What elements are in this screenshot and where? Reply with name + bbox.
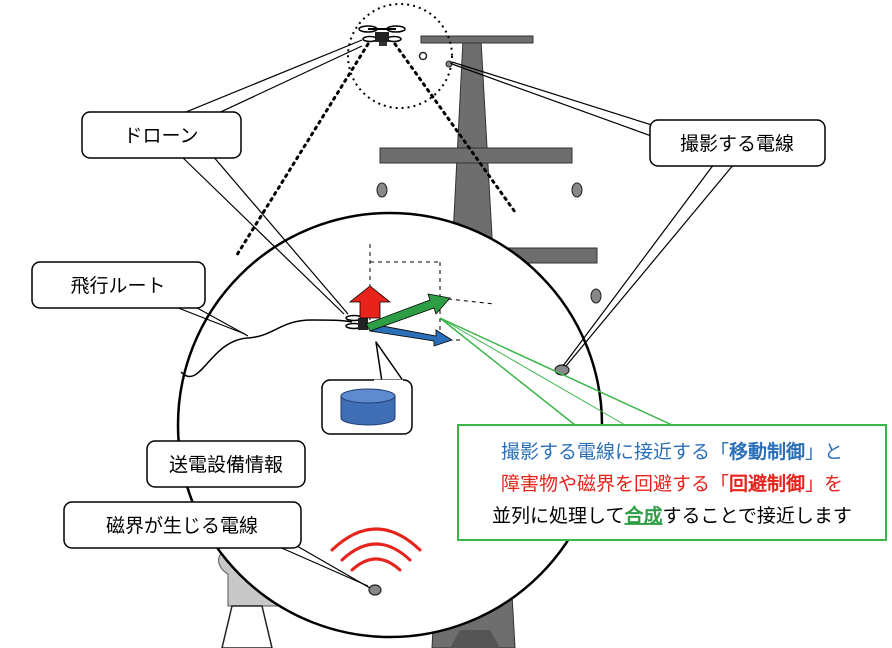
flight-route-path [180,319,353,378]
database-icon [340,388,396,426]
magnetic-line-insulator [368,584,382,596]
drone-callout: ドローン [81,39,363,315]
info-segment: 障害物や磁界を回避する「 [501,473,729,495]
insulator-left-top [418,51,428,61]
move-control-arrow [365,293,451,332]
info-box-leader-right [439,317,673,426]
magnetic-field-waves-icon [330,527,422,572]
info-segment: することで接近します [663,505,852,527]
insulator-right-mid [571,182,583,198]
flight-route-callout: 飛行ルート [31,261,249,337]
info-line-1: 撮影する電線に接近する「移動制御」と [501,440,843,463]
target-line-callout: 撮影する電線 [451,61,826,367]
scan-line-right [393,42,517,214]
flight-route-label: 飛行ルート [70,275,165,297]
drone-icon [358,25,406,46]
drone-label: ドローン [123,125,198,147]
info-segment: 移動制御 [729,440,805,463]
info-segment: 撮影する電線に接近する「 [501,441,729,463]
info-segment: 」と [805,441,843,463]
insulator-right-low [590,288,602,304]
equipment-info-callout: 送電設備情報 [146,440,306,488]
insulator-left-mid [376,182,388,198]
info-box-leader-left [439,317,576,426]
scan-line-left [233,42,370,260]
info-line-3: 並列に処理して合成することで接近します [492,504,852,527]
magnetic-line-label: 磁界が生じる電線 [106,515,258,537]
info-segment: 」を [805,473,843,495]
magnetic-line-callout: 磁界が生じる電線 [63,501,371,589]
control-info-box: 撮影する電線に接近する「移動制御」と 障害物や磁界を回避する「回避制御」を 並列… [457,424,887,541]
equipment-info-label: 送電設備情報 [169,454,283,476]
info-line-2: 障害物や磁界を回避する「回避制御」を [501,472,843,495]
tower-base [450,630,500,648]
info-segment: 並列に処理して [492,505,624,527]
avoid-control-arrow [348,285,392,319]
obstacle-base [221,605,273,648]
info-segment: 合成 [624,504,662,527]
info-segment: 回避制御 [729,472,805,495]
info-box-leader-fill [439,317,626,426]
drone-zoom-circle [347,3,453,109]
composite-arrow [369,323,453,347]
target-line-label: 撮影する電線 [680,133,794,155]
